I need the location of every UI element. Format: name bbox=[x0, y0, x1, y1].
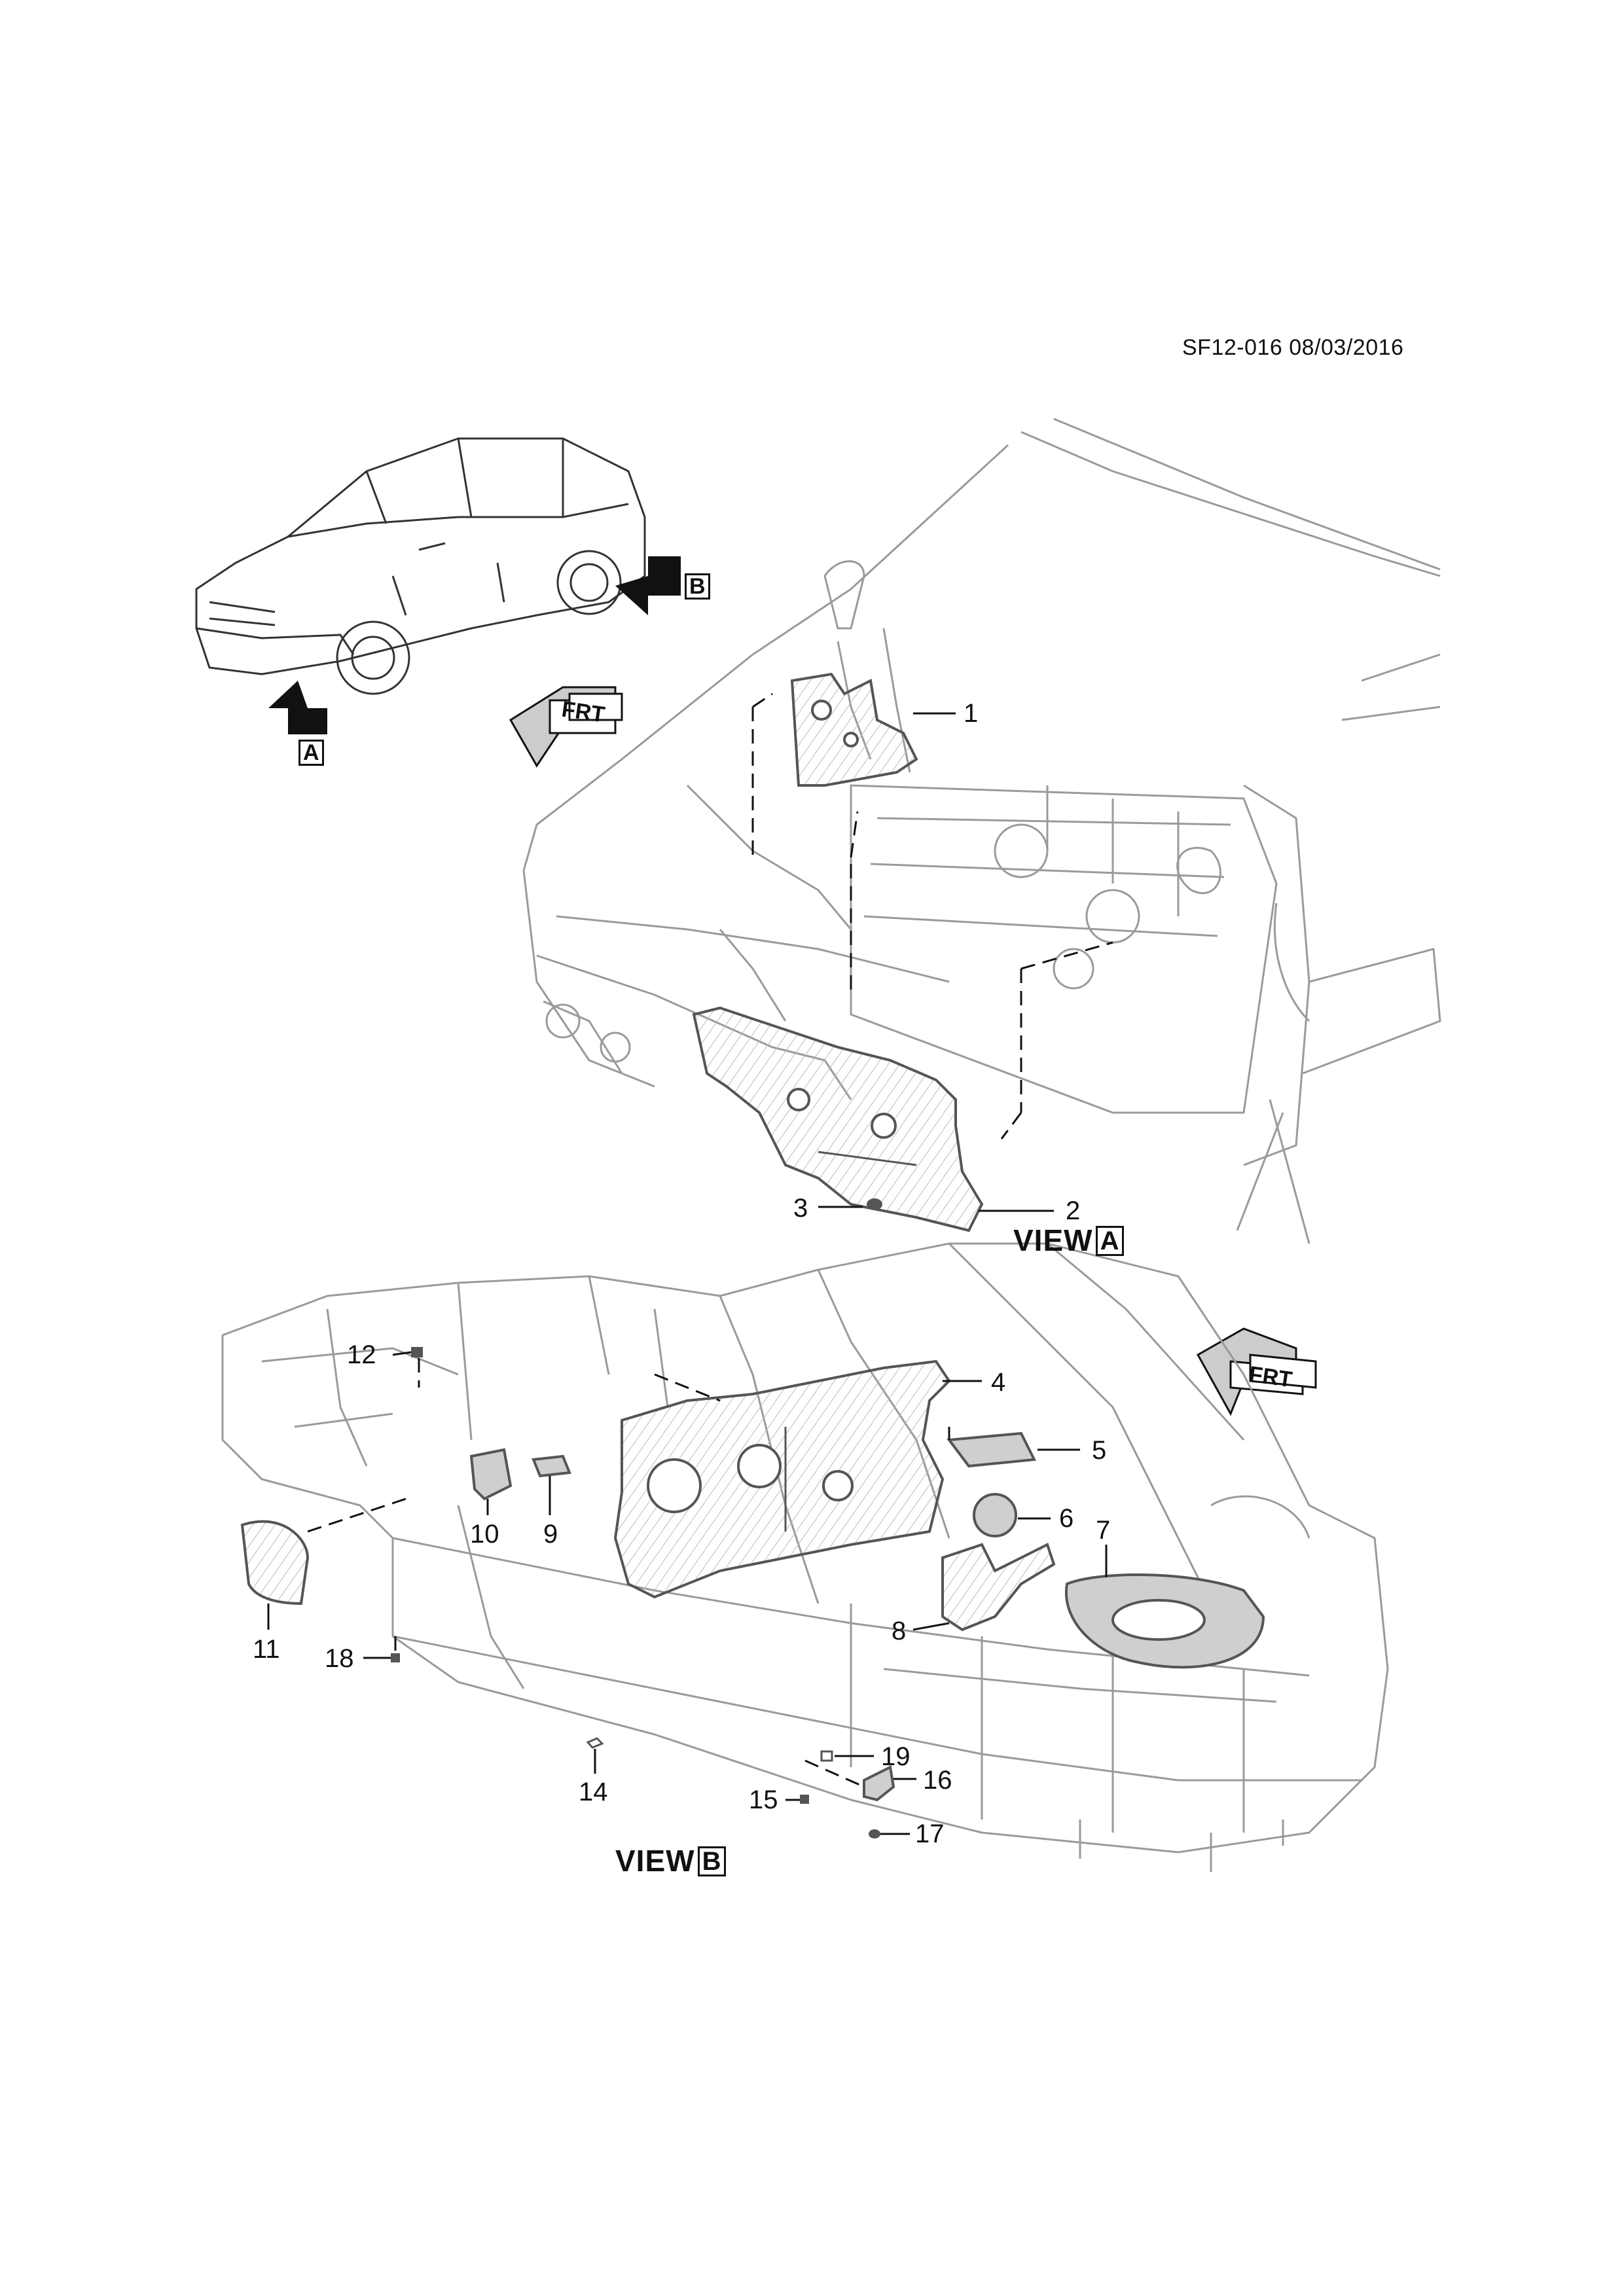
part-1 bbox=[790, 672, 918, 787]
callout-8: 8 bbox=[892, 1617, 907, 1645]
callout-7: 7 bbox=[1096, 1516, 1111, 1545]
part-14 bbox=[586, 1737, 604, 1749]
part-6 bbox=[973, 1493, 1017, 1537]
callout-9: 9 bbox=[543, 1520, 558, 1549]
callout-1: 1 bbox=[964, 699, 979, 728]
view-b-body-structure bbox=[221, 1242, 1389, 1872]
callout-17: 17 bbox=[915, 1820, 945, 1848]
view-a-word: VIEW bbox=[1013, 1223, 1093, 1257]
part-15 bbox=[800, 1795, 809, 1804]
callout-12: 12 bbox=[347, 1340, 376, 1369]
callout-14: 14 bbox=[579, 1778, 608, 1806]
overview-car bbox=[195, 437, 646, 695]
part-11 bbox=[240, 1520, 310, 1605]
callout-4: 4 bbox=[991, 1368, 1006, 1397]
part-19 bbox=[820, 1750, 833, 1762]
part-5 bbox=[947, 1431, 1037, 1468]
view-a-body-structure bbox=[522, 418, 1441, 1244]
view-a-arrow-icon bbox=[268, 681, 327, 734]
overview-arrow-a-label: A bbox=[298, 740, 324, 766]
part-8 bbox=[941, 1543, 1056, 1632]
callout-leader-lines bbox=[267, 712, 1108, 1835]
view-a-letter: A bbox=[1095, 1226, 1125, 1256]
part-18 bbox=[391, 1653, 400, 1662]
part-10 bbox=[469, 1448, 513, 1501]
callout-11: 11 bbox=[253, 1635, 280, 1664]
drawing-code: SF12-016 08/03/2016 bbox=[1182, 335, 1404, 360]
callout-3: 3 bbox=[793, 1194, 808, 1223]
part-3 bbox=[867, 1198, 882, 1210]
callout-19: 19 bbox=[881, 1742, 911, 1771]
front-direction-arrow-icon bbox=[509, 686, 623, 768]
overview-arrow-b-label: B bbox=[685, 573, 710, 600]
part-9 bbox=[532, 1454, 571, 1478]
view-b-letter: B bbox=[697, 1846, 727, 1876]
callout-16: 16 bbox=[923, 1766, 952, 1795]
view-a-alignment-lines bbox=[751, 692, 1113, 1139]
view-b-word: VIEW bbox=[615, 1844, 695, 1878]
view-b-arrow-icon bbox=[615, 556, 681, 615]
callout-18: 18 bbox=[325, 1644, 354, 1673]
part-7 bbox=[1064, 1573, 1265, 1669]
part-12 bbox=[411, 1347, 423, 1357]
callout-5: 5 bbox=[1092, 1436, 1107, 1465]
part-4 bbox=[613, 1359, 951, 1599]
callout-15: 15 bbox=[749, 1785, 778, 1814]
callout-2: 2 bbox=[1066, 1196, 1081, 1225]
part-17 bbox=[869, 1829, 880, 1839]
front-direction-arrow-b-icon bbox=[1196, 1327, 1317, 1416]
part-2 bbox=[692, 1006, 984, 1232]
callout-6: 6 bbox=[1059, 1504, 1074, 1533]
part-16 bbox=[863, 1765, 895, 1802]
callout-10: 10 bbox=[470, 1520, 499, 1549]
view-b-alignment-lines bbox=[307, 1358, 950, 1788]
